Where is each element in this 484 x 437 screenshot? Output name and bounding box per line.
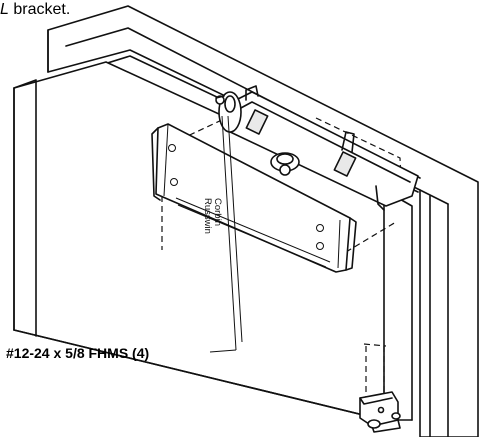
- caption-emphasis: L: [0, 1, 9, 18]
- plate-text-line2: Russwin: [202, 198, 213, 234]
- caption-text: L bracket.: [0, 1, 70, 19]
- pivot-bracket: [359, 391, 401, 433]
- screw-callout-label: #12-24 x 5/8 FHMS (4): [6, 345, 150, 361]
- caption-rest: bracket.: [8, 1, 71, 18]
- callout-leader: [209, 115, 243, 353]
- mounting-plate: Corbin Russwin: [151, 123, 357, 273]
- adjustment-valve: [215, 91, 242, 133]
- plate-text-line1: Corbin: [212, 198, 223, 226]
- door-panel: [13, 61, 413, 421]
